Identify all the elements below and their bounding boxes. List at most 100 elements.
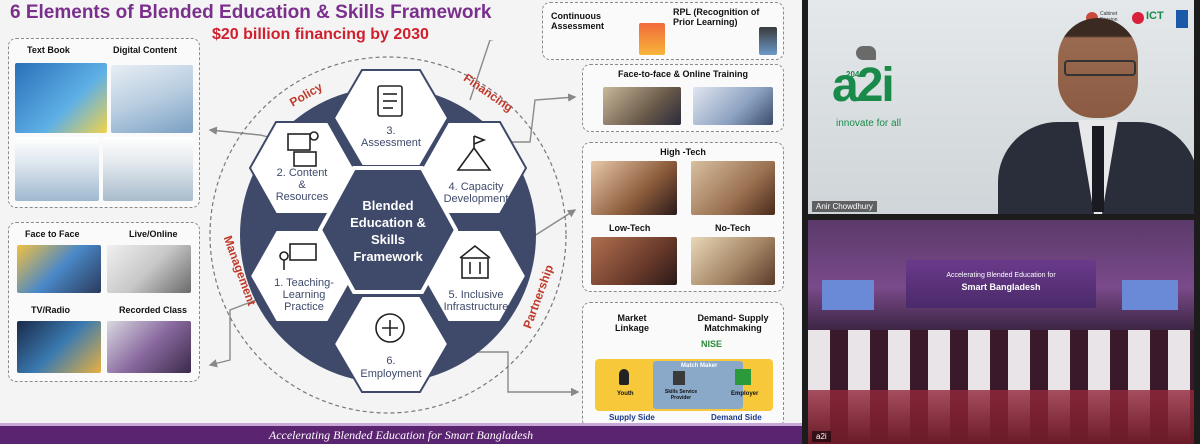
employment-line-2: Employment xyxy=(360,368,421,380)
banner-line-1: Accelerating Blended Education for xyxy=(946,272,1056,279)
footer-accent-line xyxy=(0,423,802,426)
tv-radio-photo xyxy=(17,321,101,373)
infrastructure-line-1: 5. Inclusive xyxy=(448,289,503,301)
ict-logo-text: ICT xyxy=(1146,10,1164,22)
hexagon-employment xyxy=(332,295,450,393)
market-linkage-label: Market Linkage xyxy=(614,313,649,333)
training-box: Face-to-face & Online Training xyxy=(582,64,784,132)
phone-app-image-1 xyxy=(639,23,665,55)
content-resources-box: Text Book Digital Content xyxy=(8,38,200,208)
bd-emblem-icon xyxy=(1132,12,1144,24)
employer-label: Employer xyxy=(731,391,759,397)
employer-icon xyxy=(735,369,751,385)
bird-icon xyxy=(856,46,876,60)
high-tech-photo-2 xyxy=(691,161,775,215)
outer-ring xyxy=(209,56,567,414)
ring-label-financing: Financing xyxy=(461,71,515,115)
venue-name-label: a2i xyxy=(812,431,831,442)
center-line-4: Framework xyxy=(353,249,423,264)
youth-icon xyxy=(619,369,629,385)
teaching-line-3: Practice xyxy=(284,301,324,313)
youth-label: Youth xyxy=(617,391,634,397)
demand-side-label: Demand Side xyxy=(711,413,762,422)
stage-screen-left xyxy=(822,280,874,310)
text-book-label: Text Book xyxy=(27,45,70,55)
carpet-floor xyxy=(808,390,1194,444)
slide-subtitle: $20 billion financing by 2030 xyxy=(212,26,429,43)
tech-levels-box: High -Tech Low-Tech No-Tech xyxy=(582,142,784,292)
assessment-box: Continuous Assessment RPL (Recognition o… xyxy=(542,2,784,60)
presentation-slide: 6 Elements of Blended Education & Skills… xyxy=(0,0,802,444)
building-icon xyxy=(459,244,491,279)
match-maker-label: Match Maker xyxy=(681,363,718,369)
center-line-3: Skills xyxy=(371,232,405,247)
teaching-line-2: Learning xyxy=(283,289,326,301)
training-photo-1 xyxy=(603,87,681,125)
live-online-label: Live/Online xyxy=(129,229,178,239)
employment-box: Market Linkage Demand- Supply Matchmakin… xyxy=(582,302,784,428)
training-title: Face-to-face & Online Training xyxy=(617,69,749,79)
capacity-line-2: Development xyxy=(444,193,509,205)
content-line-2: & xyxy=(298,179,306,191)
mountain-flag-icon xyxy=(456,135,492,171)
infrastructure-line-2: Infrastructure xyxy=(444,301,509,313)
face-to-face-label: Face to Face xyxy=(25,229,80,239)
center-line-2: Education & xyxy=(350,215,426,230)
a2i-logo-year: 2041 xyxy=(846,70,864,79)
speaker-person xyxy=(998,4,1194,214)
content-line-1: 2. Content xyxy=(277,167,328,179)
speaker-name-label: Anir Chowdhury xyxy=(812,201,877,212)
provider-icon xyxy=(673,371,685,385)
match-maker-band xyxy=(653,361,743,409)
slide-title: 6 Elements of Blended Education & Skills… xyxy=(10,2,492,23)
website-screenshot-1 xyxy=(15,137,99,201)
face-to-face-photo xyxy=(17,245,101,293)
banner-line-2: Smart Bangladesh xyxy=(961,282,1041,292)
high-tech-photo-1 xyxy=(591,161,677,215)
matchmaking-label: Demand- Supply Matchmaking xyxy=(697,313,769,333)
recorded-class-photo xyxy=(107,321,191,373)
clipboard-icon xyxy=(377,85,403,117)
continuous-assessment-label: Continuous Assessment xyxy=(551,11,605,31)
employment-tools-icon xyxy=(375,313,405,343)
assessment-line-1: 3. xyxy=(386,125,395,137)
assessment-line-2: Assessment xyxy=(361,137,421,149)
capacity-line-1: 4. Capacity xyxy=(448,181,504,193)
training-photo-2 xyxy=(693,87,773,125)
digital-content-image xyxy=(111,65,193,133)
a2i-logo-text: a2i xyxy=(832,59,895,112)
low-tech-photo xyxy=(591,237,677,285)
venue-video-tile[interactable]: Accelerating Blended Education for Smart… xyxy=(808,220,1194,444)
provider-label: Skills Service Provider xyxy=(664,389,698,401)
content-media-icon xyxy=(287,131,319,167)
speaker-glasses xyxy=(1064,60,1136,76)
content-line-3: Resources xyxy=(276,191,329,203)
a2i-logo: 2041 a2i innovate for all xyxy=(822,46,932,136)
teaching-modes-box: Face to Face Live/Online TV/Radio Record… xyxy=(8,222,200,382)
no-tech-photo xyxy=(691,237,775,285)
center-line-1: Blended xyxy=(362,198,413,213)
framework-diagram: Blended Education & Skills Framework 3. xyxy=(208,40,580,414)
recorded-class-label: Recorded Class xyxy=(119,305,188,315)
employment-line-1: 6. xyxy=(386,355,395,367)
high-tech-label: High -Tech xyxy=(660,147,706,157)
speaker-head xyxy=(1058,18,1138,118)
digital-content-label: Digital Content xyxy=(113,45,177,55)
nise-logo: NISE xyxy=(701,339,723,349)
phone-app-image-2 xyxy=(759,27,777,55)
speaker-video-tile[interactable]: 2041 a2i innovate for all Cabinet Divisi… xyxy=(808,0,1194,214)
live-online-photo xyxy=(107,245,191,293)
stage-banner: Accelerating Blended Education for Smart… xyxy=(906,260,1096,308)
slide-footer: Accelerating Blended Education for Smart… xyxy=(0,426,802,444)
element-hexagons xyxy=(248,69,528,393)
teacher-board-icon xyxy=(279,243,317,270)
low-tech-label: Low-Tech xyxy=(609,223,651,233)
undp-logo xyxy=(1176,10,1188,28)
stage-screen-right xyxy=(1122,280,1178,310)
website-screenshot-2 xyxy=(103,137,193,201)
supply-side-label: Supply Side xyxy=(609,413,655,422)
no-tech-label: No-Tech xyxy=(715,223,751,233)
speaker-tie xyxy=(1092,126,1104,212)
a2i-tagline: innovate for all xyxy=(836,118,902,129)
tv-radio-label: TV/Radio xyxy=(31,305,71,315)
